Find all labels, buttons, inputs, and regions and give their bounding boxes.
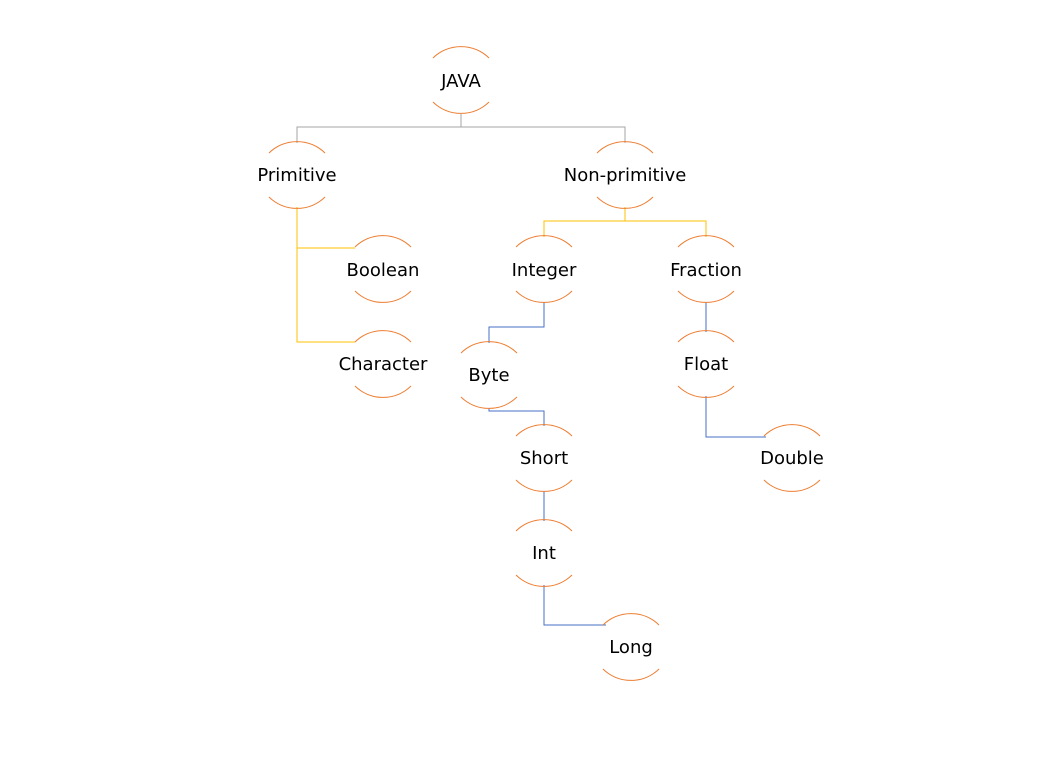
node-java: JAVA [432,46,490,114]
connector-non-primitive-integer [543,207,626,237]
node-character-bottom-arc [354,385,412,398]
node-primitive-label: Primitive [257,165,336,186]
node-float-bottom-arc [677,385,735,398]
node-double: Double [760,424,824,492]
node-float-top-arc [677,330,735,343]
node-primitive: Primitive [257,141,337,209]
node-byte-bottom-arc [460,396,518,409]
node-long-label: Long [609,637,653,658]
connector-java-primitive [296,114,462,143]
node-long-top-arc [602,613,660,626]
node-non-primitive: Non-primitive [564,141,687,209]
node-java-top-arc [432,46,490,59]
node-byte-label: Byte [468,365,509,386]
connector-primitive-character [296,248,355,343]
connector-primitive-boolean [296,207,355,249]
node-java-label: JAVA [440,71,481,92]
node-long: Long [602,613,660,681]
node-boolean: Boolean [347,235,420,303]
node-int: Int [515,519,573,587]
node-character-top-arc [354,330,412,343]
connector-non-primitive-fraction [625,220,707,237]
connector-byte-short [488,408,545,426]
node-fraction-top-arc [677,235,735,248]
node-fraction-bottom-arc [677,290,735,303]
node-character-label: Character [339,354,428,375]
node-short-top-arc [515,424,573,437]
node-character: Character [339,330,428,398]
node-double-top-arc [763,424,821,437]
node-integer-top-arc [515,235,573,248]
connector-java-non-primitive [461,126,626,143]
node-short-bottom-arc [515,479,573,492]
node-integer-bottom-arc [515,290,573,303]
node-integer-label: Integer [512,260,577,281]
connector-integer-byte [488,302,545,343]
node-byte: Byte [460,341,518,409]
node-int-bottom-arc [515,574,573,587]
node-layer: JAVA Primitive Non-primitive Boolean Cha… [257,46,824,681]
node-boolean-bottom-arc [354,290,412,303]
node-double-label: Double [760,448,824,469]
node-float: Float [677,330,735,398]
node-java-bottom-arc [432,101,490,114]
node-float-label: Float [684,354,728,375]
connector-int-long [543,585,606,626]
node-boolean-label: Boolean [347,260,420,281]
node-primitive-top-arc [268,141,326,154]
node-fraction-label: Fraction [670,260,742,281]
node-short-label: Short [520,448,568,469]
connector-lines [296,114,766,626]
node-non-primitive-label: Non-primitive [564,165,687,186]
node-integer: Integer [512,235,577,303]
node-non-primitive-bottom-arc [596,196,654,209]
node-boolean-top-arc [354,235,412,248]
node-byte-top-arc [460,341,518,354]
node-int-top-arc [515,519,573,532]
node-double-bottom-arc [763,479,821,492]
connector-float-double [705,396,766,438]
node-fraction: Fraction [670,235,742,303]
node-short: Short [515,424,573,492]
node-primitive-bottom-arc [268,196,326,209]
node-long-bottom-arc [602,668,660,681]
node-non-primitive-top-arc [596,141,654,154]
node-int-label: Int [532,543,556,564]
